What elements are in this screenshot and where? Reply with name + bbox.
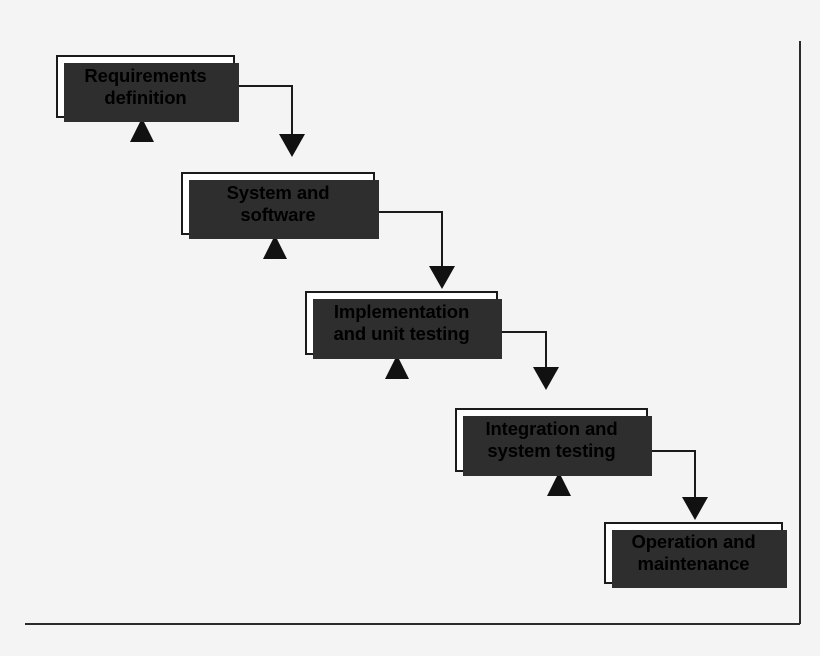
forward-connector-3-vertical [545, 331, 547, 368]
node-operation-and-maintenance[interactable]: Operation and maintenance [604, 522, 787, 588]
node-label-operation-and-maintenance: Operation and maintenance [631, 531, 756, 574]
feedback-arrowhead-system [263, 235, 287, 259]
feedback-riser-requirements [0, 2, 2, 420]
forward-connector-1-vertical [291, 85, 293, 135]
forward-connector-3-horizontal [498, 331, 547, 333]
node-label-implementation-and-unit-testing: Implementation and unit testing [333, 301, 470, 344]
frame-right-rule [799, 41, 801, 624]
forward-arrowhead-4 [682, 497, 708, 520]
forward-arrowhead-3 [533, 367, 559, 390]
node-label-integration-and-system-testing: Integration and system testing [485, 418, 618, 461]
node-label-requirements-definition: Requirements definition [84, 64, 207, 108]
node-integration-and-system-testing[interactable]: Integration and system testing [455, 408, 652, 476]
forward-connector-4-horizontal [648, 450, 696, 452]
feedback-riser-system [0, 420, 2, 656]
node-requirements-definition[interactable]: Requirements definition [56, 55, 239, 122]
forward-connector-4-vertical [694, 450, 696, 498]
frame-bottom-rule [25, 623, 800, 625]
feedback-arrowhead-requirements [130, 118, 154, 142]
forward-arrowhead-1 [279, 134, 305, 157]
feedback-spine [0, 0, 464, 2]
forward-connector-2-vertical [441, 211, 443, 267]
forward-arrowhead-2 [429, 266, 455, 289]
node-label-system-and-software: System and software [226, 181, 330, 225]
forward-connector-2-horizontal [375, 211, 443, 213]
feedback-arrowhead-implementation [385, 355, 409, 379]
node-implementation-and-unit-testing[interactable]: Implementation and unit testing [305, 291, 502, 359]
forward-connector-1-horizontal [235, 85, 293, 87]
feedback-arrowhead-integration [547, 472, 571, 496]
node-system-and-software[interactable]: System and software [181, 172, 379, 239]
